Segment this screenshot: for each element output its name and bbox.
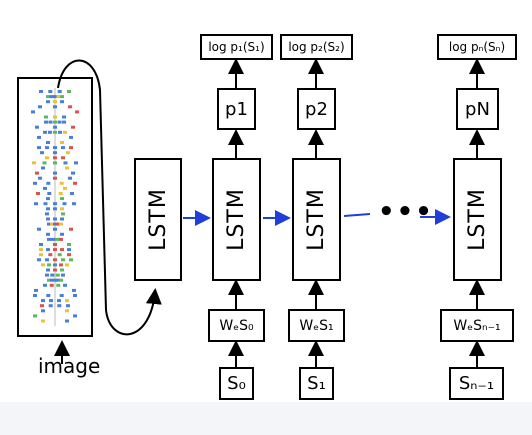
input-label: S₀ <box>227 373 246 394</box>
lstm-cell-1: LSTM <box>212 158 261 281</box>
output-box-n: log pₙ(Sₙ) <box>437 34 517 60</box>
prob-box-n: pN <box>456 88 499 130</box>
image-label: image <box>38 354 101 378</box>
recurrent-arrow-3 <box>343 213 371 217</box>
input-label: Sₙ₋₁ <box>458 373 495 394</box>
lstm-cell-2: LSTM <box>292 158 341 281</box>
prob-label: p2 <box>305 98 328 120</box>
output-box-2: log p₂(S₂) <box>280 34 353 60</box>
prob-box-2: p2 <box>297 88 336 130</box>
prob-box-1: p1 <box>217 88 256 130</box>
embed-label: WₑS₁ <box>299 317 334 334</box>
output-label: log pₙ(Sₙ) <box>448 40 506 54</box>
output-label: log p₂(S₂) <box>288 40 345 54</box>
input-label: S₁ <box>307 373 326 394</box>
ellipsis: ••• <box>378 197 434 227</box>
lstm-label: LSTM <box>145 188 171 251</box>
embed-box-1: WₑS₀ <box>208 309 265 342</box>
input-box-1: S₀ <box>219 367 254 400</box>
embed-box-2: WₑS₁ <box>288 309 345 342</box>
lstm-label: LSTM <box>465 188 490 251</box>
embed-label: WₑS₀ <box>219 317 254 334</box>
input-box-n: Sₙ₋₁ <box>449 367 504 400</box>
image-to-lstm-connector <box>57 59 162 336</box>
lstm-cell-n: LSTM <box>453 158 502 281</box>
lstm-label: LSTM <box>304 188 329 251</box>
image-thumbnail <box>17 77 93 337</box>
embed-label: WₑSₙ₋₁ <box>453 317 501 334</box>
input-box-2: S₁ <box>299 367 334 400</box>
lstm-label: LSTM <box>224 188 249 251</box>
embed-box-n: WₑSₙ₋₁ <box>440 309 514 342</box>
bottom-band <box>0 402 532 435</box>
output-label: log p₁(S₁) <box>208 40 265 54</box>
prob-label: p1 <box>225 98 248 120</box>
prob-label: pN <box>465 98 490 120</box>
lstm-cell-image: LSTM <box>134 158 182 281</box>
output-box-1: log p₁(S₁) <box>200 34 273 60</box>
